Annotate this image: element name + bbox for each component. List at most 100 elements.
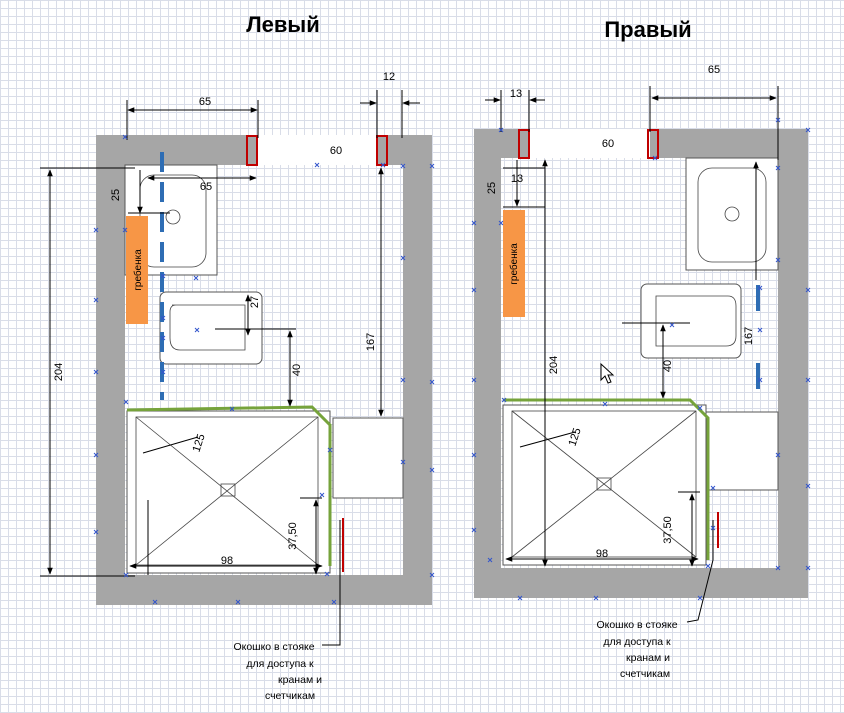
- right-sink-bowl: [697, 167, 767, 263]
- right-note-line-3: кранам и: [626, 652, 670, 664]
- left-dim-tray-diag: 125: [191, 432, 208, 453]
- left-dim-height: 204: [53, 363, 65, 381]
- selection-marker: [331, 599, 337, 605]
- right-riser-box: [704, 411, 779, 491]
- left-sink-drain: [165, 209, 181, 225]
- selection-marker: [400, 255, 406, 261]
- left-dim-tray-width: 98: [221, 555, 233, 567]
- left-dim-toilet-gap: 27: [249, 296, 261, 308]
- selection-marker: [93, 529, 99, 535]
- right-door-width: 60: [602, 138, 614, 150]
- selection-marker: [327, 447, 333, 453]
- right-plan: Правый 60 гребенка 65: [474, 17, 808, 680]
- left-title: Левый: [246, 12, 320, 37]
- selection-marker: [194, 327, 200, 333]
- selection-marker: [805, 287, 811, 293]
- left-dim-width-top: 65: [199, 96, 211, 108]
- right-toilet-bowl: [655, 295, 737, 347]
- selection-marker: [775, 257, 781, 263]
- selection-marker: [805, 483, 811, 489]
- right-dim-riser: 167: [743, 327, 755, 345]
- left-door-opening: [257, 135, 376, 165]
- selection-marker: [314, 162, 320, 168]
- selection-marker: [93, 297, 99, 303]
- selection-marker: [710, 525, 716, 531]
- right-title: Правый: [604, 17, 691, 42]
- selection-marker: [805, 565, 811, 571]
- selection-marker: [400, 163, 406, 169]
- selection-marker: [697, 405, 703, 411]
- selection-marker: [775, 117, 781, 123]
- left-door-post-right: [376, 135, 388, 166]
- selection-marker: [152, 599, 158, 605]
- selection-marker: [429, 163, 435, 169]
- right-collector-label: гребенка: [508, 243, 520, 285]
- selection-marker: [775, 452, 781, 458]
- left-toilet-bowl: [169, 304, 246, 351]
- left-dim-sink-width: 65: [200, 181, 212, 193]
- selection-marker: [710, 485, 716, 491]
- selection-marker: [602, 401, 608, 407]
- right-door-opening: [529, 129, 650, 158]
- selection-markers: [93, 117, 811, 605]
- right-note-leader: [686, 520, 714, 623]
- left-dim-gap-right: 12: [383, 71, 395, 83]
- left-door-width: 60: [330, 145, 342, 157]
- right-dim-height: 204: [548, 356, 560, 374]
- selection-marker: [471, 527, 477, 533]
- right-note-line-1: Окошко в стояке: [596, 619, 677, 631]
- selection-marker: [501, 397, 507, 403]
- left-collector-label: гребенка: [132, 249, 144, 291]
- right-dim-tray-diag: 125: [567, 426, 584, 447]
- selection-marker: [652, 155, 658, 161]
- selection-marker: [123, 399, 129, 405]
- left-tray-diag-2: [135, 416, 319, 566]
- selection-marker: [319, 492, 325, 498]
- left-tray-drain: [220, 483, 236, 497]
- selection-marker: [93, 452, 99, 458]
- selection-marker: [805, 127, 811, 133]
- selection-marker: [471, 287, 477, 293]
- selection-marker: [669, 322, 675, 328]
- left-dim-tray-offset: 37,50: [287, 522, 299, 550]
- left-dim-toilet-tray: 40: [291, 364, 303, 376]
- selection-marker: [400, 459, 406, 465]
- selection-marker: [235, 599, 241, 605]
- selection-marker: [471, 220, 477, 226]
- mouse-cursor-icon: [600, 362, 615, 384]
- left-note-line-1: Окошко в стояке: [233, 641, 314, 653]
- right-sink-drain: [724, 206, 740, 222]
- selection-marker: [380, 162, 386, 168]
- right-dimline-125: [519, 431, 576, 448]
- selection-marker: [697, 595, 703, 601]
- selection-marker: [93, 369, 99, 375]
- right-door-post-left: [518, 129, 530, 159]
- selection-marker: [400, 377, 406, 383]
- left-note-line-2: для доступа к: [246, 658, 314, 670]
- selection-marker: [757, 327, 763, 333]
- selection-marker: [160, 335, 166, 341]
- selection-marker: [160, 273, 166, 279]
- right-door-post-right: [647, 129, 659, 159]
- selection-marker: [487, 557, 493, 563]
- selection-marker: [193, 275, 199, 281]
- selection-marker: [471, 377, 477, 383]
- selection-marker: [775, 565, 781, 571]
- selection-marker: [757, 377, 763, 383]
- selection-marker: [517, 595, 523, 601]
- right-tray-drain: [596, 477, 612, 491]
- selection-marker: [705, 563, 711, 569]
- right-sink: [685, 157, 779, 271]
- selection-marker: [805, 377, 811, 383]
- selection-marker: [429, 379, 435, 385]
- left-toilet: [159, 291, 263, 365]
- left-collector: [126, 216, 148, 324]
- selection-marker: [775, 165, 781, 171]
- selection-marker: [122, 134, 128, 140]
- left-dim-collector: 25: [110, 189, 122, 201]
- right-collector: [503, 210, 525, 317]
- selection-marker: [160, 315, 166, 321]
- right-dim-tray-offset: 37,50: [662, 516, 674, 544]
- right-note-line-2: для доступа к: [603, 636, 671, 648]
